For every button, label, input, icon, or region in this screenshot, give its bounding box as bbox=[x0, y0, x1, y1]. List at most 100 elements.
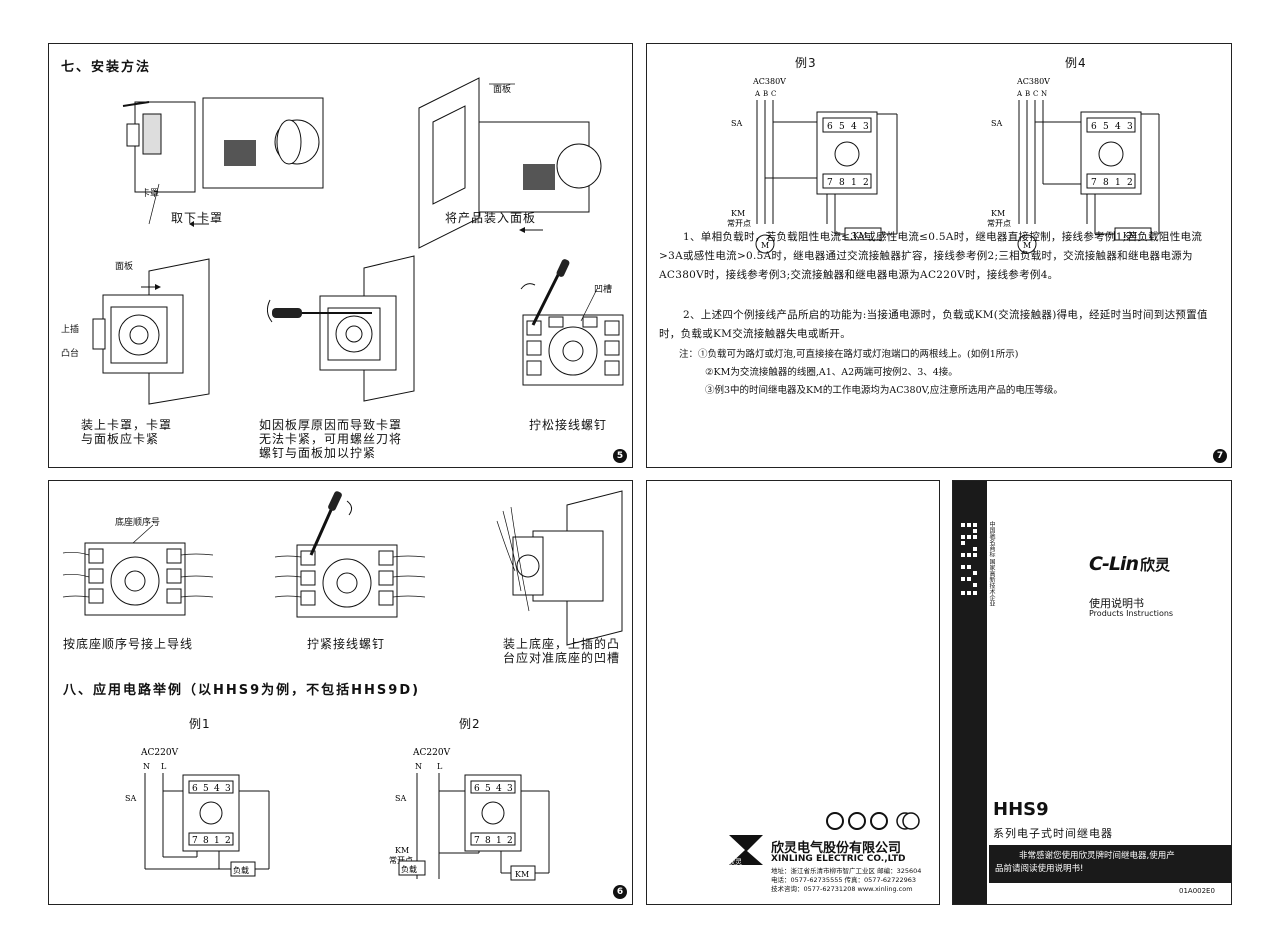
socket-sequence-illustration bbox=[62, 524, 214, 616]
label-line: 螺钉与面板加以拧紧 bbox=[259, 446, 377, 460]
coil-label: KM bbox=[1123, 231, 1137, 240]
phase-label: A bbox=[754, 90, 761, 98]
label-line: 台应对准底座的凹槽 bbox=[503, 651, 621, 665]
thanks-line: 品前请阅读使用说明书! bbox=[995, 864, 1084, 874]
load-label: 负载 bbox=[233, 865, 249, 875]
phase-label: L bbox=[161, 762, 167, 771]
pin-label: 2 bbox=[507, 836, 513, 846]
label-line: 如因板厚原因而导致卡罩 bbox=[259, 418, 403, 432]
example-4-circuit: AC380V A B C N SA KM 常开点 6 5 4 3 7 8 1 2… bbox=[987, 77, 1160, 254]
switch-label: SA bbox=[731, 119, 742, 128]
contact-label: 常开点 bbox=[727, 219, 751, 228]
page-number: 6 bbox=[613, 885, 627, 899]
step-insert-panel-label: 将产品装入面板 bbox=[445, 211, 537, 225]
brand-name: C-Lin bbox=[1089, 553, 1139, 575]
label-line: 装上卡罩，卡罩 bbox=[81, 418, 173, 432]
section-heading-install: 七、安装方法 bbox=[61, 60, 152, 75]
pin-label: 1 bbox=[214, 836, 220, 846]
product-series: 系列电子式时间继电器 bbox=[993, 827, 1113, 840]
wiring-paragraph-1: 1、单相负载时，若负载阻性电流≤3A或感性电流≤0.5A时，继电器直接控制，接线… bbox=[659, 231, 1203, 281]
pin-label: 6 bbox=[474, 784, 480, 794]
phase-label: N bbox=[1041, 90, 1047, 98]
step-loosen-screws-label: 拧松接线螺钉 bbox=[529, 418, 608, 432]
step-remove-clip-label: 取下卡罩 bbox=[171, 211, 224, 225]
logo-text: 欣灵 bbox=[728, 857, 742, 866]
callout-panel: 面板 bbox=[493, 85, 512, 95]
pin-label: 7 bbox=[474, 836, 480, 846]
callout-boss: 凸台 bbox=[61, 349, 80, 359]
example-1-circuit: AC220V N L SA 6 5 4 3 7 8 1 2 负载 bbox=[125, 748, 270, 877]
pin-label: 2 bbox=[225, 836, 231, 846]
contactor-label: KM bbox=[991, 209, 1005, 218]
pin-label: 8 bbox=[485, 836, 491, 846]
step-screwdriver-illustration bbox=[266, 255, 415, 402]
callout-panel-2: 面板 bbox=[115, 262, 134, 272]
socket-tighten-illustration bbox=[274, 491, 426, 618]
phase-label: C bbox=[771, 90, 776, 98]
pin-label: 4 bbox=[214, 784, 220, 794]
pin-label: 3 bbox=[1127, 122, 1133, 132]
page-number: 5 bbox=[613, 449, 627, 463]
example-3-circuit: AC380V A B C SA KM 常开点 6 5 4 3 7 8 1 2 K… bbox=[727, 77, 898, 254]
label-line: 装上底座，上插的凸 bbox=[503, 637, 621, 651]
label-line: 无法卡紧，可用螺丝刀将 bbox=[259, 432, 403, 446]
label-line: 与面板应卡紧 bbox=[81, 432, 160, 446]
pin-label: 2 bbox=[863, 178, 869, 188]
contact-line: 电话：0577-62735555 传真：0577-62722963 bbox=[771, 876, 917, 884]
callout-top-insert: 上插 bbox=[61, 325, 80, 335]
socket-mount-illustration bbox=[496, 490, 623, 646]
section-heading-examples: 八、应用电路举例（以HHS9为例，不包括HHS9D) bbox=[63, 683, 421, 698]
pin-label: 5 bbox=[203, 784, 209, 794]
back-cover: 欣灵 欣灵电气股份有限公司 XINLING ELECTRIC CO.,LTD 地… bbox=[646, 480, 940, 905]
wiring-paragraph-2: 2、上述四个例接线产品所启的功能为:当接通电源时，负载或KM(交流接触器)得电，… bbox=[659, 309, 1208, 340]
socket-step-3-label: 装上底座，上插的凸 台应对准底座的凹槽 bbox=[503, 637, 620, 665]
pin-label: 4 bbox=[851, 122, 857, 132]
step-fit-clip-illustration bbox=[92, 258, 210, 405]
coil-label: KM bbox=[853, 231, 867, 240]
note-2: ②KM为交流接触器的线圈,A1、A2两端可按例2、3、4接。 bbox=[705, 367, 958, 378]
socket-step-1-label: 按底座顺序号接上导线 bbox=[63, 637, 194, 651]
pin-label: 1 bbox=[496, 836, 502, 846]
phase-label: L bbox=[437, 762, 443, 771]
pin-label: 4 bbox=[1115, 122, 1121, 132]
supply-label: AC380V bbox=[1016, 77, 1050, 86]
cover-band bbox=[953, 481, 987, 904]
contactor-label: KM bbox=[395, 846, 409, 855]
pin-label: 3 bbox=[507, 784, 513, 794]
step-screwdriver-label: 如因板厚原因而导致卡罩 无法卡紧，可用螺丝刀将 螺钉与面板加以拧紧 bbox=[259, 418, 402, 460]
pin-label: 8 bbox=[839, 178, 845, 188]
step-insert-panel-illustration bbox=[418, 77, 602, 249]
pin-label: 7 bbox=[827, 178, 833, 188]
company-name-en: XINLING ELECTRIC CO.,LTD bbox=[771, 854, 906, 864]
callout-socket-sequence: 底座顺序号 bbox=[115, 518, 161, 528]
pin-label: 8 bbox=[1103, 178, 1109, 188]
pin-label: 2 bbox=[1127, 178, 1133, 188]
company-logo-icon: 欣灵 bbox=[728, 835, 763, 866]
phase-label: B bbox=[763, 90, 768, 98]
brand-name-cn: 欣灵 bbox=[1139, 556, 1170, 574]
coil-label: KM bbox=[515, 870, 529, 879]
note-3: ③例3中的时间继电器及KM的工作电源均为AC380V,应注意所选用产品的电压等级… bbox=[705, 385, 1063, 396]
load-label: 负载 bbox=[401, 864, 417, 874]
phase-label: N bbox=[415, 762, 422, 771]
contact-line: 技术咨询：0577-62731208 www.xinling.com bbox=[771, 885, 913, 893]
product-name: HHS9 bbox=[993, 799, 1049, 820]
cover-pattern-icon bbox=[961, 523, 977, 595]
vertical-tagline: 中国驰名商标 国家高新技术企业 bbox=[988, 521, 995, 607]
supply-label: AC220V bbox=[412, 748, 451, 758]
example-2-title: 例2 bbox=[459, 717, 481, 731]
pin-label: 7 bbox=[192, 836, 198, 846]
note-1: 注：①负载可为路灯或灯泡,可直接接在路灯或灯泡端口的两根线上。(如例1所示) bbox=[679, 349, 1019, 360]
phase-label: N bbox=[143, 762, 150, 771]
step-remove-clip-illustration bbox=[122, 97, 324, 227]
supply-label: AC380V bbox=[752, 77, 786, 86]
contact-line: 地址：浙江省乐清市柳市智广工业区 邮编：325604 bbox=[771, 867, 922, 875]
contactor-label: KM bbox=[731, 209, 745, 218]
example-2-circuit: AC220V N L SA KM 常开点 6 5 4 3 7 8 1 2 负载 … bbox=[389, 748, 550, 881]
manual-page-7: 例3 例4 AC380V A B C SA KM 常开点 6 5 4 3 7 8… bbox=[646, 43, 1232, 468]
pin-label: 3 bbox=[863, 122, 869, 132]
pin-label: 1 bbox=[851, 178, 857, 188]
doc-title-cn: 使用说明书 bbox=[1089, 597, 1144, 610]
motor-label: M bbox=[761, 241, 769, 250]
